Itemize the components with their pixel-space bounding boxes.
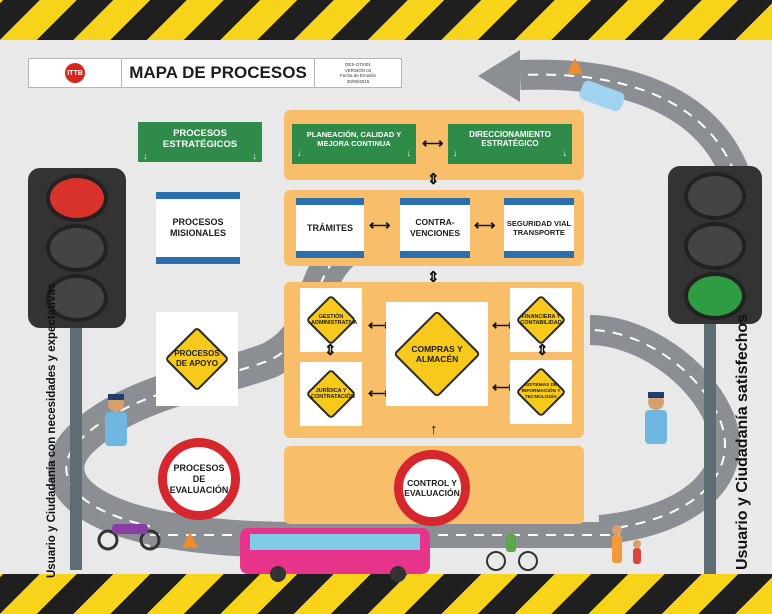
amber-light-off [46, 224, 108, 272]
process-direccionamiento: DIRECCIONAMIENTO ESTRATÉGICO ↓↓ [448, 124, 572, 164]
arrow-down-icon: ↓ [252, 151, 258, 161]
bidirectional-arrow-icon: ⟷ [422, 135, 444, 152]
right-side-label: Usuario y Ciudadanía satisfechos [734, 313, 751, 570]
process-seguridad-vial: SEGURIDAD VIAL TRANSPORTE [504, 198, 574, 258]
bidirectional-arrow-icon: ⟷ [492, 379, 514, 396]
meta-code: DES-OTI001 [345, 62, 371, 67]
vertical-arrow-icon: ⇕ [324, 342, 337, 359]
right-traffic-light-pole [704, 318, 716, 574]
legend-apoyo-sign: PROCESOS DE APOYO [156, 312, 238, 406]
compras-sign: COMPRAS Y ALMACÉN [386, 302, 488, 406]
bidirectional-arrow-icon: ⟷ [368, 317, 390, 334]
left-traffic-light-pole [70, 320, 82, 570]
process-planeacion: PLANEACIÓN, CALIDAD Y MEJORA CONTINUA ↓↓ [292, 124, 416, 164]
top-hazard-stripes [0, 0, 772, 40]
arrow-down-icon: ↓ [453, 148, 458, 158]
sistemas-sign: SISTEMAS DE INFORMACIÓN Y TECNOLOGÍA [510, 360, 572, 424]
juridica-sign: JURÍDICA Y CONTRATACIÓN [300, 362, 362, 426]
meta-date: 30/09/2015 [346, 78, 370, 84]
logo-mark: ITTB [65, 63, 85, 83]
document-metadata: DES-OTI001 VERSIÓN 02 Fecha de Emisión 3… [314, 59, 401, 87]
legend-procesos-estrategicos: PROCESOS ESTRATÉGICOS ↓ ↓ [138, 122, 262, 162]
amber-light-off [684, 222, 746, 270]
meta-version: VERSIÓN 02 [344, 67, 372, 73]
bidirectional-arrow-icon: ⟷ [474, 217, 496, 234]
green-light-off [46, 274, 108, 322]
vertical-arrow-icon: ⇕ [427, 171, 440, 188]
legend-procesos-misionales: PROCESOS MISIONALES [156, 192, 240, 264]
process-tramites: TRÁMITES [296, 198, 364, 258]
red-light-off [684, 172, 746, 220]
legend-procesos-evaluacion: PROCESOS DE EVALUACIÓN [158, 438, 240, 520]
bidirectional-arrow-icon: ⟷ [492, 317, 514, 334]
arrow-down-icon: ↓ [406, 148, 412, 158]
left-side-label: Usuario y Ciudadanía con necesidades y e… [46, 282, 58, 578]
vertical-arrow-icon: ⇕ [427, 269, 440, 286]
gestion-sign: GESTIÓN ADMINISTRATIVA [300, 288, 362, 352]
bidirectional-arrow-icon: ⟷ [368, 385, 390, 402]
process-control-evaluacion: CONTROL Y EVALUACIÓN [394, 450, 470, 526]
logo: ITTB [29, 59, 122, 87]
financiera-sign: FINANCIERA Y CONTABILIDAD [510, 288, 572, 352]
legend-estrategicos-label: PROCESOS ESTRATÉGICOS [162, 128, 238, 150]
red-light-on [46, 174, 108, 222]
green-light-on [684, 272, 746, 320]
document-header: ITTB MAPA DE PROCESOS DES-OTI001 VERSIÓN… [28, 58, 402, 88]
bottom-hazard-stripes [0, 574, 772, 614]
arrow-down-icon: ↓ [143, 151, 148, 161]
page-title: MAPA DE PROCESOS [129, 63, 307, 82]
left-traffic-light [28, 168, 126, 328]
meta-date-label: Fecha de Emisión [339, 73, 377, 78]
right-traffic-light [668, 166, 762, 324]
arrow-down-icon: ↓ [297, 148, 302, 158]
up-arrow-icon: ↑ [430, 421, 438, 438]
bidirectional-arrow-icon: ⟷ [369, 217, 391, 234]
process-contravenciones: CONTRA- VENCIONES [400, 198, 470, 258]
arrow-down-icon: ↓ [562, 148, 568, 158]
vertical-arrow-icon: ⇕ [536, 342, 549, 359]
